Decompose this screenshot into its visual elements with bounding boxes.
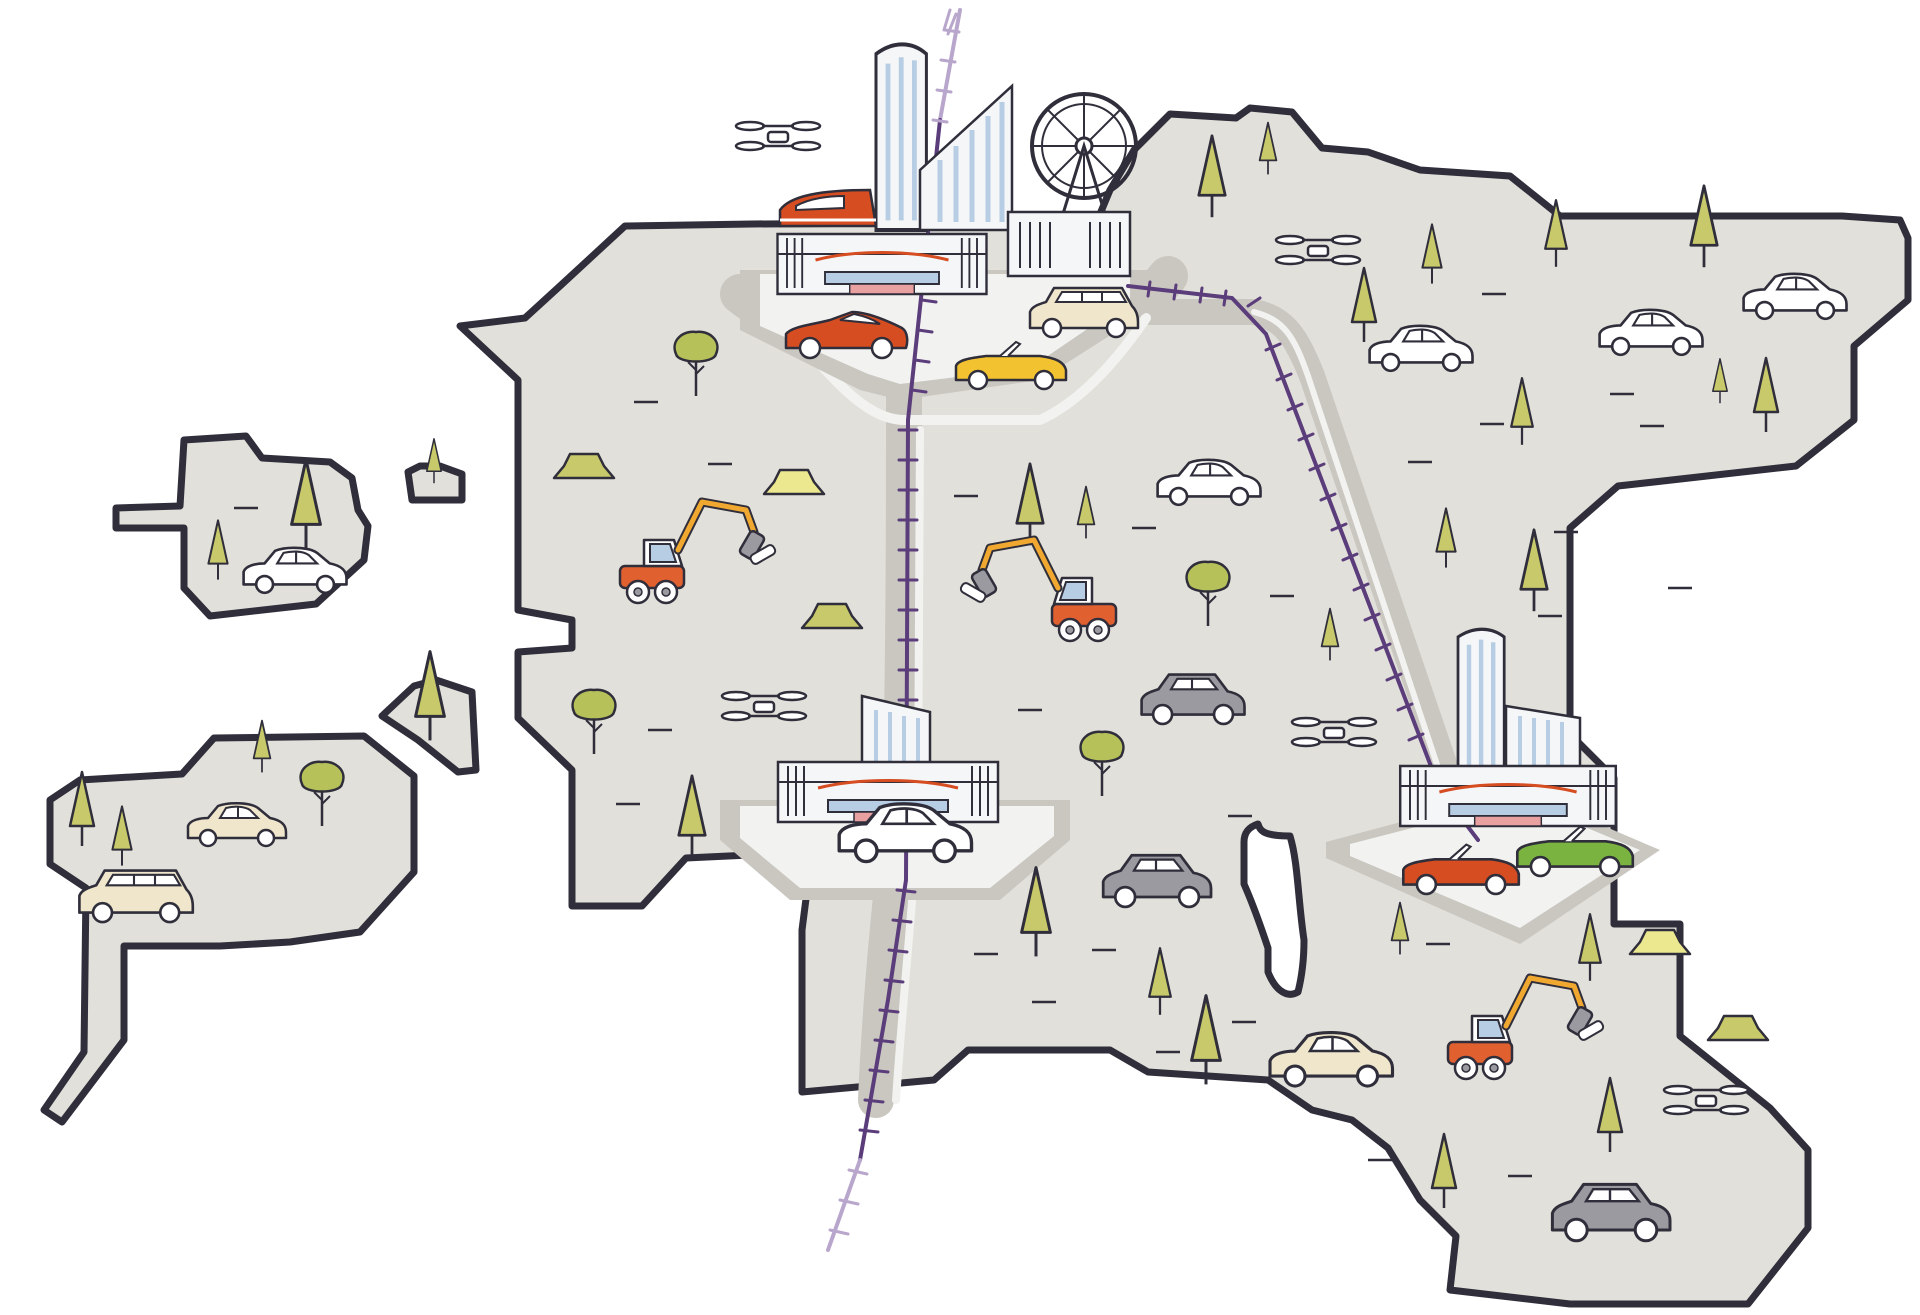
glass-building	[918, 83, 1014, 232]
lake	[1240, 820, 1308, 998]
tower-block	[1458, 629, 1504, 780]
stump-icon	[1706, 1014, 1770, 1042]
town-east	[1398, 629, 1618, 828]
drone-icon	[734, 120, 822, 152]
station-building-icon	[776, 232, 988, 296]
island-lower-left	[40, 732, 418, 1126]
ferris-wheel-icon	[1030, 92, 1138, 231]
town-west	[776, 694, 1000, 824]
station-building-icon	[1398, 764, 1618, 828]
city-block	[1006, 210, 1132, 278]
capital-city	[776, 44, 1138, 296]
island-tiny	[404, 462, 466, 504]
train-icon	[778, 188, 878, 228]
